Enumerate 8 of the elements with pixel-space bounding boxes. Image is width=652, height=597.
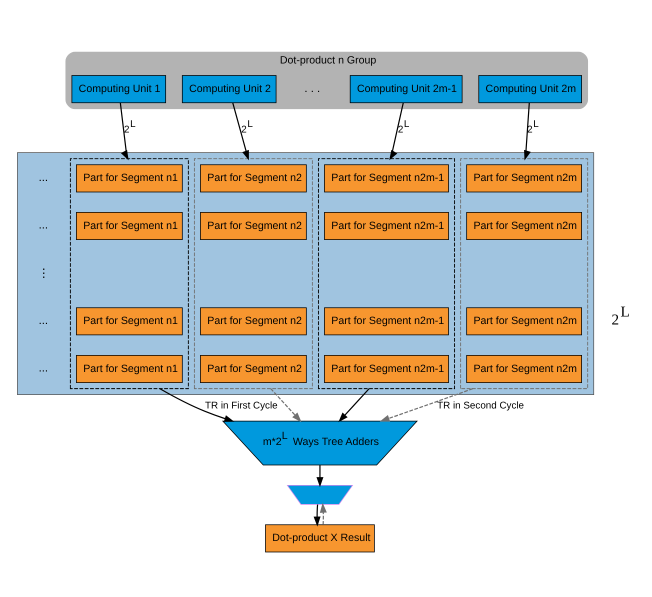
edge-label: TR in First Cycle xyxy=(204,400,278,412)
label: . . . xyxy=(304,82,320,94)
label: ... xyxy=(38,314,48,326)
edge-label: TR in Second Cycle xyxy=(437,400,524,412)
label: ... xyxy=(38,172,48,184)
label: ⋮ xyxy=(38,266,49,279)
label: ... xyxy=(38,219,48,232)
label: ... xyxy=(38,362,48,374)
